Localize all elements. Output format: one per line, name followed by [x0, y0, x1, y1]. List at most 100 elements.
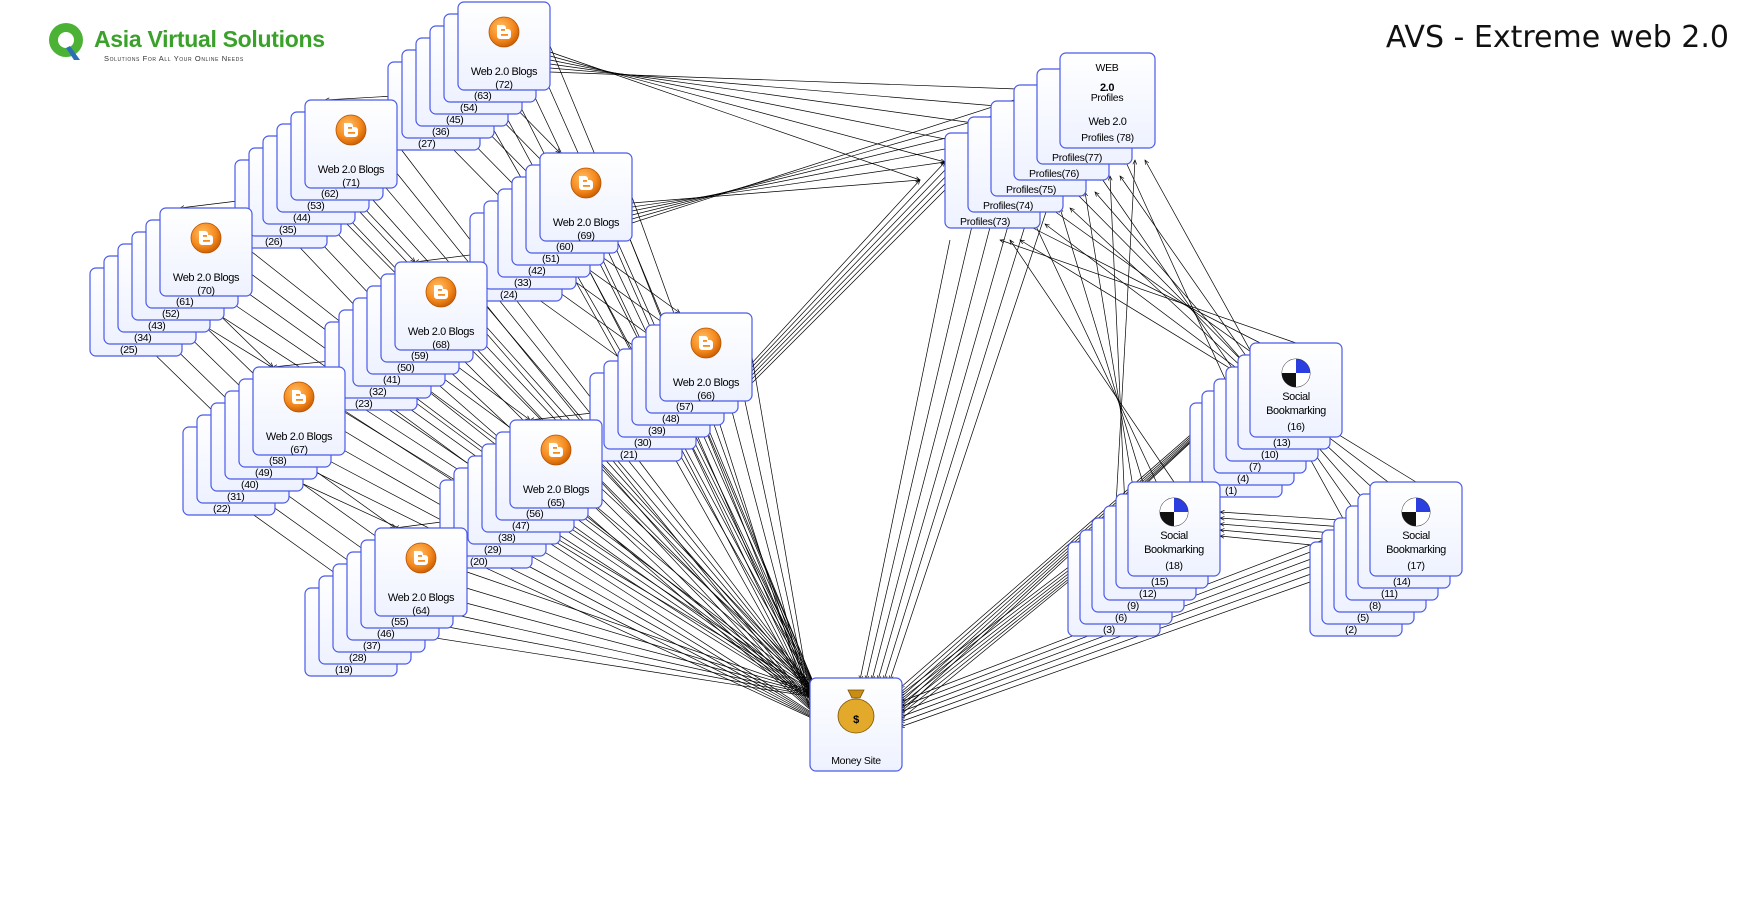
blog-node-number: (62)	[321, 188, 338, 200]
link-arrow	[452, 583, 814, 693]
social-node-number: (14)	[1393, 576, 1410, 588]
blog-node-number: (65)	[547, 497, 564, 509]
blog-node-label: Web 2.0 Blogs	[523, 484, 590, 496]
social-node-number: (4)	[1237, 473, 1249, 485]
blog-node-number: (67)	[290, 444, 307, 456]
blog-stack: (19)(28)(37)(46)(55)Web 2.0 Blogs(64)	[304, 527, 468, 677]
link-arrow	[1050, 208, 1273, 368]
profile-node-number: Profiles(73)	[960, 216, 1010, 228]
blog-node-number: (46)	[377, 628, 394, 640]
page-title: AVS - Extreme web 2.0	[1385, 20, 1729, 55]
social-node-number: (15)	[1151, 576, 1168, 588]
blog-node-number: (20)	[470, 556, 487, 568]
blog-node-number: (28)	[349, 652, 366, 664]
money-site-node-group: $Money Site	[809, 677, 903, 772]
blog-stack: (21)(30)(39)(48)(57)Web 2.0 Blogs(66)	[589, 312, 753, 462]
profile-node	[1059, 52, 1156, 149]
link-arrow	[631, 126, 995, 216]
blog-node-number: (57)	[676, 401, 693, 413]
social-node-label: Bookmarking	[1266, 405, 1326, 417]
link-arrow	[866, 225, 973, 680]
blog-node-number: (54)	[460, 102, 477, 114]
link-arrow	[589, 232, 814, 705]
link-arrow	[1075, 192, 1261, 380]
blogger-icon	[690, 327, 722, 359]
blogger-icon	[283, 381, 315, 413]
blog-node-number: (69)	[577, 230, 594, 242]
link-arrow	[1035, 224, 1163, 495]
link-arrow	[430, 353, 814, 712]
social-node	[1369, 481, 1463, 577]
blog-node-number: (35)	[279, 224, 296, 236]
blog-node-number: (71)	[342, 177, 359, 189]
blogger-icon	[190, 222, 222, 254]
company-logo: Asia Virtual Solutions Solutions For All…	[46, 18, 386, 74]
link-arrow	[545, 511, 814, 690]
profile-node-number: Profiles(76)	[1029, 168, 1079, 180]
blog-node-label: Web 2.0 Blogs	[673, 377, 740, 389]
social-node-number: (17)	[1407, 560, 1424, 572]
link-arrow	[631, 144, 970, 212]
link-arrow	[878, 197, 1017, 680]
blog-node-number: (30)	[634, 437, 651, 449]
social-node-number: (1)	[1225, 485, 1237, 497]
link-arrow	[587, 475, 814, 687]
link-arrow	[288, 458, 814, 718]
social-bookmark-icon	[1281, 358, 1311, 388]
social-node-label: Social	[1160, 530, 1188, 542]
blog-node-number: (49)	[255, 467, 272, 479]
blog-node-label: Web 2.0 Blogs	[408, 326, 475, 338]
blog-node-number: (58)	[269, 455, 286, 467]
blog-node-number: (42)	[528, 265, 545, 277]
blog-stack: (22)(31)(40)(49)(58)Web 2.0 Blogs(67)	[182, 366, 346, 516]
social-node-number: (10)	[1261, 449, 1278, 461]
link-arrow	[1125, 160, 1237, 404]
link-arrow	[486, 305, 814, 708]
link-arrow	[1095, 192, 1381, 519]
link-arrow	[872, 211, 995, 680]
blog-stack: (24)(33)(42)(51)(60)Web 2.0 Blogs(69)	[469, 152, 633, 302]
blog-node-number: (45)	[446, 114, 463, 126]
link-arrow	[561, 256, 814, 707]
link-arrow	[466, 571, 814, 692]
link-arrow	[737, 368, 814, 721]
link-arrow	[884, 183, 1039, 680]
link-arrow	[1025, 224, 1285, 356]
social-node-number: (2)	[1345, 624, 1357, 636]
link-arrow	[424, 607, 814, 695]
blog-node-number: (52)	[162, 308, 179, 320]
link-arrow	[1110, 176, 1127, 531]
logo-brand-name: Asia Virtual Solutions	[94, 26, 325, 52]
social-node-number: (16)	[1287, 421, 1304, 433]
profile-node-number: Profiles(75)	[1006, 184, 1056, 196]
blog-node-number: (50)	[397, 362, 414, 374]
blog-node-number: (66)	[697, 390, 714, 402]
link-arrow	[751, 162, 945, 368]
blog-node-number: (47)	[512, 520, 529, 532]
social-node-number: (12)	[1139, 588, 1156, 600]
blog-node-number: (34)	[134, 332, 151, 344]
link-arrow	[695, 404, 814, 684]
blog-node-number: (38)	[498, 532, 515, 544]
link-arrow	[330, 422, 814, 715]
blog-stack: (20)(29)(38)(47)(56)Web 2.0 Blogs(65)	[439, 419, 603, 569]
link-arrow	[900, 557, 1093, 710]
link-arrow	[1085, 192, 1139, 519]
blog-node-number: (25)	[120, 344, 137, 356]
blogger-icon	[405, 542, 437, 574]
blog-node-number: (23)	[355, 398, 372, 410]
social-node-number: (3)	[1103, 624, 1115, 636]
social-node-label: Social	[1402, 530, 1430, 542]
link-arrow	[559, 499, 814, 689]
blog-node-number: (41)	[383, 374, 400, 386]
link-arrow	[631, 108, 1020, 220]
link-arrow	[458, 329, 814, 710]
link-arrow	[1010, 240, 1175, 483]
link-arrow	[573, 487, 814, 688]
link-arrow	[601, 463, 814, 686]
blog-node-number: (61)	[176, 296, 193, 308]
link-nodes: (27)(36)(45)(54)(63)Web 2.0 Blogs(72)(26…	[89, 1, 1463, 772]
blog-node-number: (44)	[293, 212, 310, 224]
link-arrow	[1100, 176, 1249, 392]
